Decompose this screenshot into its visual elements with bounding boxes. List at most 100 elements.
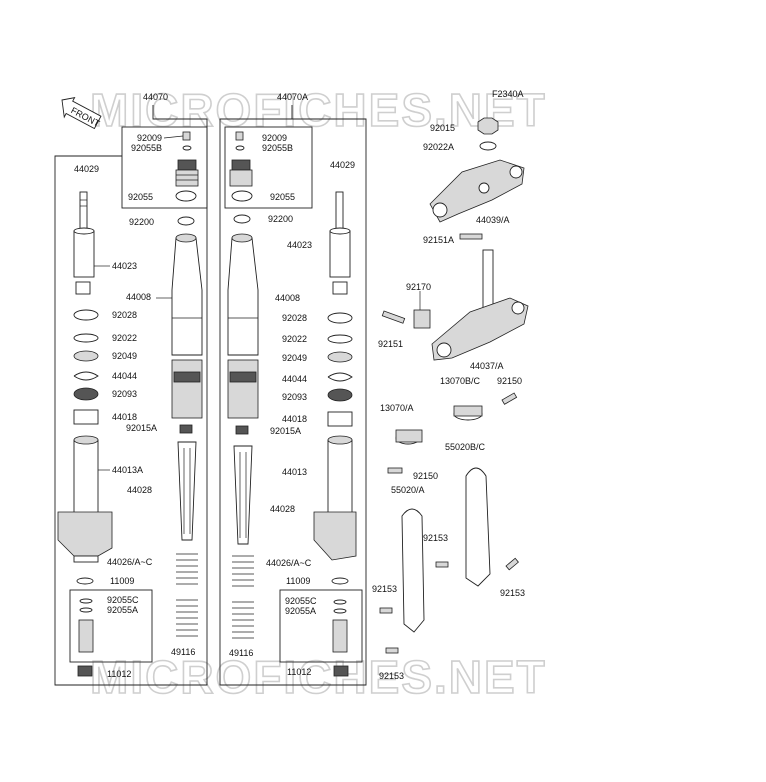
label-44026-left: 44026/A~C xyxy=(107,557,153,567)
label-11009-right: 11009 xyxy=(286,576,310,586)
label-13070bc: 13070B/C xyxy=(440,376,481,386)
label-92153-a: 92153 xyxy=(423,533,448,543)
part-44028-right xyxy=(233,445,253,545)
part-92055c-right xyxy=(333,599,347,605)
label-92015: 92015 xyxy=(430,123,455,133)
part-92150-bolt-a xyxy=(501,392,518,405)
part-92015-nut xyxy=(477,117,499,135)
left-assembly-frame xyxy=(54,105,208,686)
label-92093-left: 92093 xyxy=(112,389,137,399)
part-92049-right xyxy=(327,351,353,363)
part-44029-rod-left xyxy=(79,191,88,231)
label-55020bc: 55020B/C xyxy=(445,442,486,452)
label-55020a: 55020/A xyxy=(391,485,425,495)
part-92093-left xyxy=(73,387,99,401)
part-13070a-guide xyxy=(395,429,423,445)
part-92153-bolt-c xyxy=(505,557,519,571)
label-44029-left: 44029 xyxy=(74,164,99,174)
label-49116-left: 49116 xyxy=(171,647,195,657)
part-fork-cap-right xyxy=(229,159,253,187)
part-11012-right xyxy=(333,665,349,677)
label-44008-left: 44008 xyxy=(126,292,151,302)
label-44018-left: 44018 xyxy=(112,412,137,422)
label-92055-left: 92055 xyxy=(128,192,153,202)
part-spring-left xyxy=(176,553,198,637)
part-92150-bolt-b xyxy=(387,467,403,474)
part-44013a-lower-leg-left xyxy=(57,435,113,563)
part-11009-right xyxy=(331,577,349,585)
part-fork-cap-left xyxy=(175,159,199,187)
label-92093-right: 92093 xyxy=(282,392,307,402)
label-44026-right: 44026/A~C xyxy=(266,558,312,568)
label-92055c-left: 92055C xyxy=(107,595,139,605)
part-92015a-right xyxy=(235,425,249,435)
label-92049-right: 92049 xyxy=(282,353,307,363)
part-92028-left xyxy=(73,309,99,321)
label-44013a-left: 44013A xyxy=(112,465,143,475)
part-92055-left xyxy=(175,190,197,202)
right-cap-group-box xyxy=(224,126,313,209)
label-92009-right: 92009 xyxy=(262,133,287,143)
part-92055b-left xyxy=(182,145,192,151)
part-44008-tube-left xyxy=(171,233,203,356)
assembly-label-right: 44070A xyxy=(277,92,308,102)
label-92022-right: 92022 xyxy=(282,334,307,344)
label-92022-left: 92022 xyxy=(112,333,137,343)
part-92055-right xyxy=(231,190,253,202)
label-92200-left: 92200 xyxy=(129,217,154,227)
part-44028-left xyxy=(177,441,197,541)
label-44013-right: 44013 xyxy=(282,467,307,477)
part-44018-outer-right xyxy=(227,359,259,419)
part-55020a-fork-guard xyxy=(401,508,425,633)
part-valve-right xyxy=(332,619,348,653)
part-44044-right xyxy=(327,372,353,382)
label-44008-right: 44008 xyxy=(275,293,300,303)
label-92150-a: 92150 xyxy=(497,376,522,386)
label-13070a: 13070/A xyxy=(380,403,414,413)
part-13070bc-guide xyxy=(453,405,483,421)
label-92055-right: 92055 xyxy=(270,192,295,202)
part-44023-right xyxy=(329,227,351,295)
label-92015a-left: 92015A xyxy=(126,423,157,433)
label-92055a-right: 92055A xyxy=(285,606,316,616)
label-92153-c: 92153 xyxy=(500,588,525,598)
part-44039-upper-clamp xyxy=(429,159,525,223)
label-92055b-right: 92055B xyxy=(262,143,293,153)
right-valve-group-box xyxy=(279,589,363,663)
part-55020bc-fork-guard xyxy=(465,467,491,587)
part-44023-left xyxy=(73,227,95,295)
part-44037-stem-bracket xyxy=(431,249,529,361)
part-92153-bolt-b xyxy=(379,607,393,614)
label-11009-left: 11009 xyxy=(110,576,134,586)
label-92055a-left: 92055A xyxy=(107,605,138,615)
part-92049-left xyxy=(73,350,99,362)
label-92055b-left: 92055B xyxy=(131,143,162,153)
label-11012-left: 11012 xyxy=(107,669,131,679)
label-44023-left: 44023 xyxy=(112,261,137,271)
part-92055b-right xyxy=(235,145,245,151)
part-44013-lower-leg-right xyxy=(313,435,357,561)
part-92015a-left xyxy=(179,424,193,434)
part-92022-right xyxy=(327,334,353,344)
label-92151a: 92151A xyxy=(423,235,454,245)
label-44023-right: 44023 xyxy=(287,240,312,250)
part-92153-bolt-d xyxy=(385,647,399,654)
part-92022a-washer xyxy=(479,141,497,151)
part-92022-left xyxy=(73,333,99,343)
watermark-bottom: MICROFICHES.NET xyxy=(90,651,547,703)
part-92055a-right xyxy=(333,608,347,614)
part-44008-tube-right xyxy=(227,233,259,356)
right-assembly-frame xyxy=(219,105,367,686)
part-92009-left xyxy=(163,131,191,141)
left-cap-group-box xyxy=(121,126,208,209)
part-92170-clamp xyxy=(413,291,431,329)
label-92049-left: 92049 xyxy=(112,351,137,361)
part-spring-right xyxy=(232,555,254,639)
label-11012-right: 11012 xyxy=(287,667,311,677)
label-92009-left: 92009 xyxy=(137,133,162,143)
part-44044-left xyxy=(73,371,99,381)
label-44028-right: 44028 xyxy=(270,504,295,514)
part-92009-right xyxy=(235,131,244,141)
part-44018-outer-left xyxy=(171,359,203,419)
